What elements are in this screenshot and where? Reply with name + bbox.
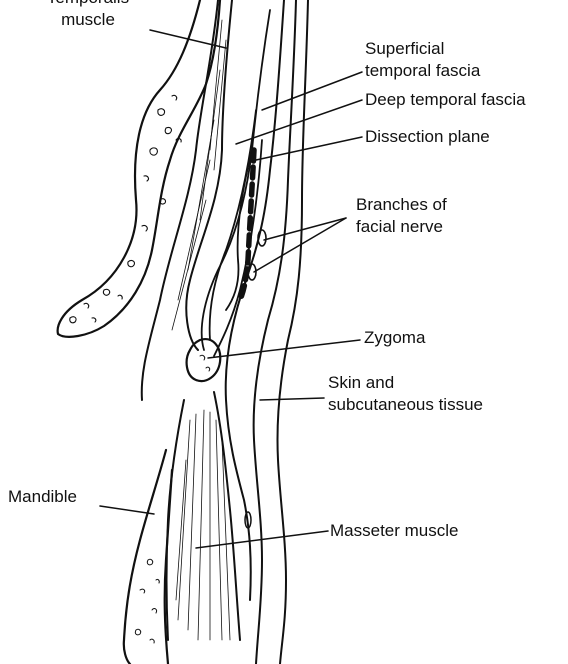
label-superficial-temporal-fascia: Superficial temporal fascia	[365, 38, 480, 82]
temporalis-striations	[172, 20, 226, 330]
label-branches-line1: Branches of	[356, 194, 447, 216]
label-branches-line2: facial nerve	[356, 216, 447, 238]
skin-layers	[226, 0, 308, 664]
label-temporalis-line2: muscle	[18, 9, 158, 31]
label-mandible: Mandible	[8, 486, 77, 508]
label-skin-line1: Skin and	[328, 372, 483, 394]
label-skin-and-subcutaneous-tissue: Skin and subcutaneous tissue	[328, 372, 483, 416]
label-superficial-line1: Superficial	[365, 38, 480, 60]
leader-lines	[100, 30, 362, 548]
label-temporalis-line1: Temporalis	[18, 0, 158, 9]
label-temporalis-muscle: Temporalis muscle	[18, 0, 158, 31]
label-masseter-muscle: Masseter muscle	[330, 520, 458, 542]
label-branches-of-facial-nerve: Branches of facial nerve	[356, 194, 447, 238]
label-zygoma: Zygoma	[364, 327, 425, 349]
label-superficial-line2: temporal fascia	[365, 60, 480, 82]
label-skin-line2: subcutaneous tissue	[328, 394, 483, 416]
bone-texture	[70, 95, 181, 322]
label-dissection-plane: Dissection plane	[365, 126, 490, 148]
temporal-bone	[58, 0, 220, 337]
label-deep-temporal-fascia: Deep temporal fascia	[365, 89, 526, 111]
mandible	[124, 450, 172, 664]
mandible-texture	[135, 559, 159, 643]
masseter-striations	[176, 410, 230, 640]
